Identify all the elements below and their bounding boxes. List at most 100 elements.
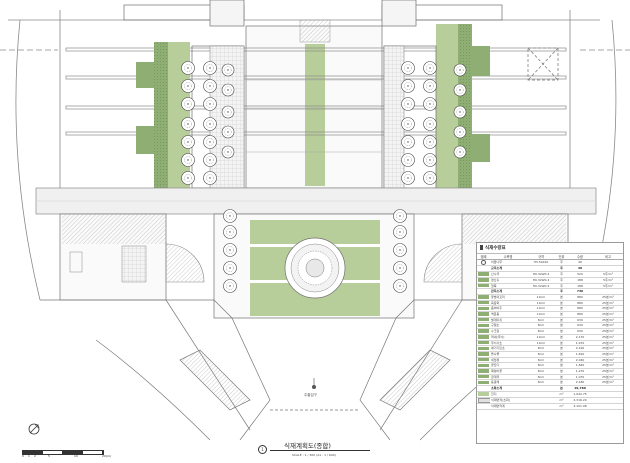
legend-symbol-cell [477,374,490,381]
tree-icon [203,171,217,185]
tree-icon [401,61,415,75]
legend-spec-cell: 8cm [526,317,556,324]
scale-bar-label: 10 [74,454,78,458]
tree-icon [223,225,237,239]
legend-note-cell: 25본/m² [593,300,623,307]
legend-name-cell: 구절초 [490,322,526,330]
legend-qty-cell: 19,780 [567,385,593,392]
legend-unit-cell: 주 [556,277,567,284]
tree-icon [453,145,467,159]
legend-spec-cell [526,265,556,273]
legend-note-cell: 25본/m² [593,340,623,347]
legend-qty-cell: 880 [567,294,593,301]
grass-symbol-icon [478,392,489,396]
tree-icon [393,225,407,239]
shrub-symbol-icon [478,278,489,282]
tree-icon [223,279,237,293]
legend-unit-cell: 본 [556,362,567,370]
tree-icon [203,153,217,167]
legend-spec-cell: 8cm [526,374,556,381]
legend-qty-cell: 2,316.20 [567,397,593,405]
legend-symbol-cell [477,271,490,278]
tree-icon [181,153,195,167]
legend-qty-cell: 630 [567,322,593,330]
legend-name-cell: 맥문동 [490,311,526,318]
tree-icon [393,243,407,257]
legend-note-cell [593,288,623,295]
right-planting-block [383,24,490,192]
tree-icon [401,79,415,93]
shrub-symbol-icon [478,335,489,339]
legend-spec-cell: 8cm [526,362,556,370]
legend-header-cell: 단위 [556,254,567,260]
legend-symbol-cell [477,379,490,387]
legend-note-cell: 25본/m² [593,322,623,330]
scale-bar-label: 2 [34,454,36,458]
shrub-symbol-icon [478,346,489,350]
legend-unit-cell: 본 [556,334,567,341]
legend-qty-cell: 2,180 [567,379,593,387]
shrub-symbol-icon [478,329,489,333]
tree-icon [221,83,235,97]
legend-spec-cell [526,397,556,405]
legend-name-cell: 꽃범의꼬리 [490,294,526,301]
tree-icon [203,61,217,75]
legend-symbol-cell [477,265,490,273]
legend-note-cell: 5주/m² [593,277,623,284]
legend-unit-cell: 본 [556,357,567,364]
legend-name-cell: 금계국 [490,374,526,381]
legend-unit-cell: 주 [556,265,567,273]
legend-symbol-cell [477,403,490,410]
tree-icon [203,135,217,149]
tree-icon [223,243,237,257]
legend-symbol-cell [477,311,490,318]
legend-title: 식재수량표 [477,243,623,254]
tree-icon [401,153,415,167]
legend-note-cell: 25본/m² [593,374,623,381]
legend-unit-cell: m² [556,403,567,410]
legend-name-cell: 옥잠화 [490,300,526,307]
legend-qty-cell: 1,810 [567,351,593,358]
legend-qty-cell: 630 [567,328,593,335]
scale-bar-label: 5 [48,454,50,458]
legend-unit-cell: 본 [556,340,567,347]
legend-header-cell: 수목명 [490,254,526,260]
legend-spec-cell: H3.5xR10 [526,259,556,267]
legend-note-cell: 25본/m² [593,294,623,301]
legend-symbol-cell [477,322,490,330]
legend-spec-cell: H0.3xW0.4 [526,277,556,284]
tree-icon [223,261,237,275]
legend-name-cell: 영산홍 [490,277,526,284]
legend-unit-cell: m² [556,397,567,405]
tree-icon [223,209,237,223]
connecting-bands [65,47,567,136]
sheet-number: 1 [258,445,267,454]
tree-icon [401,117,415,131]
scale-bar-label: 1 [28,454,30,458]
legend-symbol-cell [477,340,490,347]
tree-symbol-icon [480,260,487,265]
tree-icon [401,135,415,149]
tree-icon [181,171,195,185]
shrub-symbol-icon [478,283,489,288]
legend-spec-cell: 10cm [526,300,556,307]
legend-symbol-cell [477,300,490,307]
tree-icon [221,105,235,119]
legend-note-cell: 25본/m² [593,334,623,341]
